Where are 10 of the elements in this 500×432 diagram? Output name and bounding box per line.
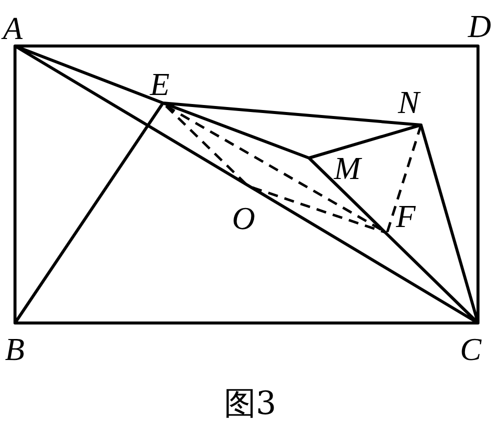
point-label: F (396, 200, 416, 232)
point-label: N (398, 86, 420, 118)
point-label: B (5, 333, 25, 365)
point-label: M (334, 152, 361, 184)
figure-caption: 图3 (224, 383, 276, 423)
point-label: D (468, 10, 492, 42)
point-label: A (3, 12, 23, 44)
point-label: E (150, 68, 170, 100)
point-label: O (232, 202, 256, 234)
point-label: C (460, 333, 482, 365)
